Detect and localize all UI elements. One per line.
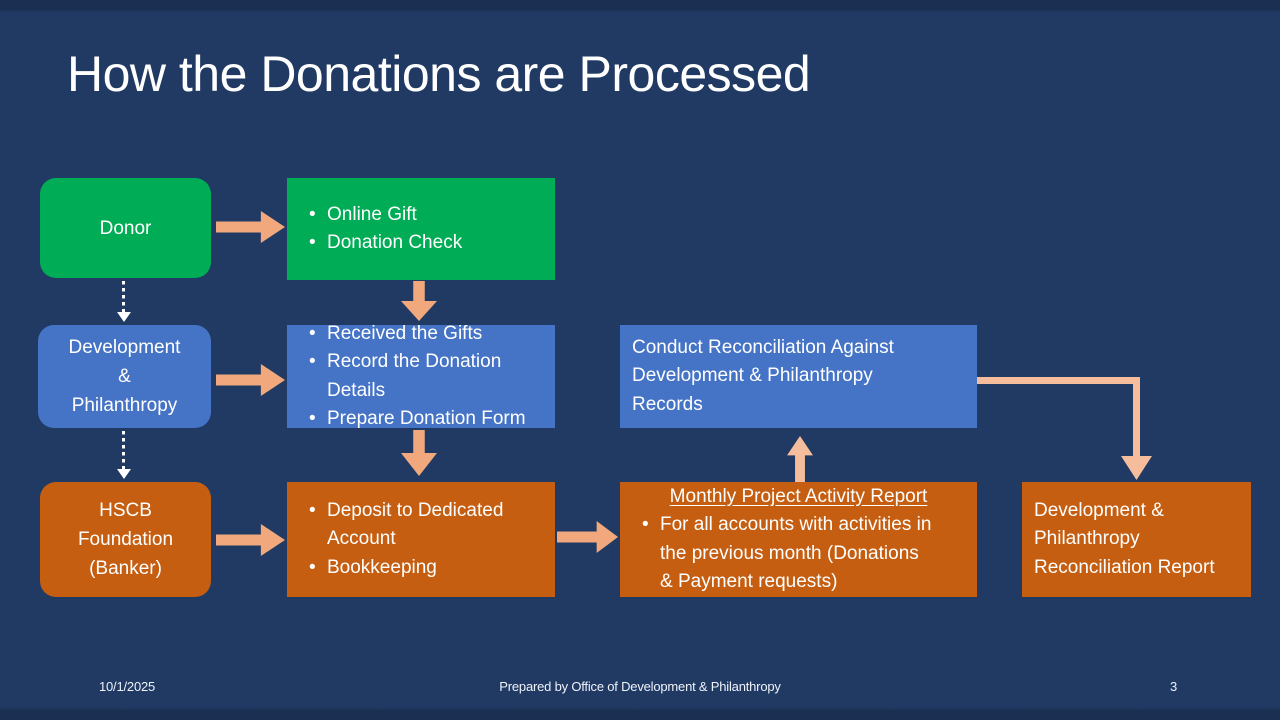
deposit-item: Bookkeeping [297,554,545,583]
monthly-report-item-continuation: the previous month (Donations [660,542,919,564]
received-item: Record the Donation [297,348,545,377]
reconcile-line: Development & Philanthropy [632,365,873,387]
hscb-line: Foundation [77,529,174,550]
hscb-box: HSCB Foundation (Banker) [40,482,211,597]
monthly-report-item: For all accounts with activities in [630,511,967,540]
arrow-hscb-to-deposit-icon [216,524,285,556]
deposit-item: Deposit to Dedicated [297,497,545,526]
deposit-box: Deposit to Dedicated Account Bookkeeping [287,482,555,597]
deposit-item-continuation: Account [327,528,396,550]
arrow-devphil-to-received-icon [216,364,285,396]
donor-label: Donor [99,217,152,239]
gifts-item: Donation Check [297,229,545,258]
reconcile-box: Conduct Reconciliation Against Developme… [620,325,977,428]
received-item-continuation: Details [327,379,386,401]
hscb-line: HSCB [99,500,152,521]
dotted-arrowhead-icon [117,312,131,322]
footer-date: 10/1/2025 [99,679,156,694]
arrow-gifts-to-received-icon [401,281,437,321]
reconcile-line: Records [632,393,703,415]
donor-box: Donor [40,178,211,278]
dotted-connector-donor-devphil [122,281,125,312]
devphil-line: Philanthropy [71,395,178,416]
report-line: Development & [1034,499,1164,521]
footer-page-number: 3 [1170,679,1178,694]
report-line: Philanthropy [1034,528,1140,550]
monthly-report-item-continuation: & Payment requests) [660,571,838,592]
dotted-arrowhead-icon [117,469,131,479]
report-line: Reconciliation Report [1034,556,1215,578]
slide-title: How the Donations are Processed [67,46,811,102]
arrow-monthly-to-reconcile-icon [787,436,813,482]
elbow-arrowhead-icon [1121,456,1152,480]
devphil-line: & [118,366,131,387]
monthly-report-heading: Monthly Project Activity Report [669,485,928,507]
received-box: Received the Gifts Record the Donation D… [287,320,555,433]
reconciliation-report-box: Development & Philanthropy Reconciliatio… [1022,482,1251,597]
elbow-connector-horizontal [977,377,1140,384]
received-item: Received the Gifts [297,320,545,349]
footer-prepared-by: Prepared by Office of Development & Phil… [499,679,781,694]
elbow-connector-vertical [1133,377,1140,457]
dotted-connector-devphil-hscb [122,431,125,469]
hscb-line: (Banker) [89,558,162,579]
arrow-deposit-to-monthly-icon [557,521,618,553]
gifts-box: Online Gift Donation Check [287,178,555,280]
devphil-line: Development [68,337,181,358]
gifts-item: Online Gift [297,201,545,230]
arrow-received-to-deposit-icon [401,430,437,476]
devphil-box: Development & Philanthropy [38,325,211,428]
reconcile-line: Conduct Reconciliation Against [632,336,894,358]
received-item: Prepare Donation Form [297,405,545,434]
monthly-report-box: Monthly Project Activity Report For all … [620,482,977,597]
arrow-donor-to-gifts-icon [216,211,285,243]
